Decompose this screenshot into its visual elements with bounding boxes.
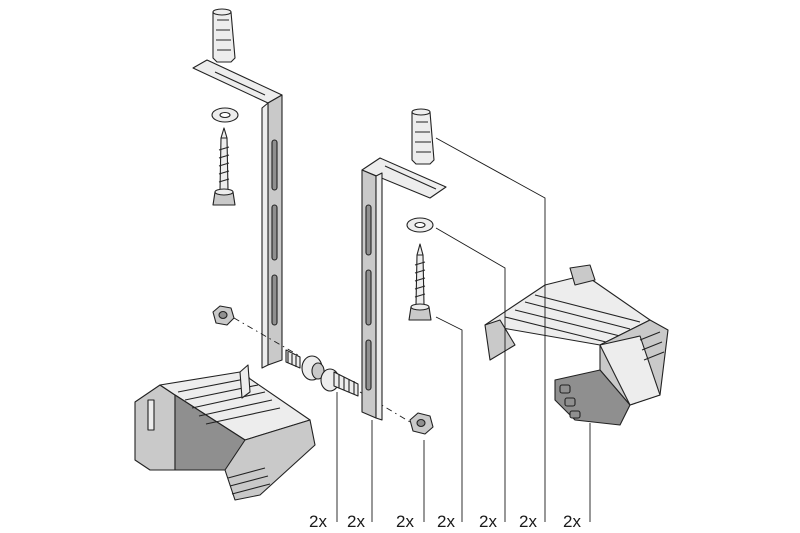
- screw-left: [212, 127, 236, 206]
- nut-left: [212, 305, 235, 326]
- callout-label-bracket-long: 2x: [347, 512, 365, 531]
- bolt-long: [320, 368, 359, 397]
- callout-label-radiator-clip: 2x: [563, 512, 581, 531]
- washer-left: [211, 107, 239, 123]
- wall-bracket-left: [192, 59, 283, 369]
- wall-plug-left: [212, 8, 236, 63]
- screw-middle: [408, 243, 432, 321]
- callout-label-washer: 2x: [479, 512, 497, 531]
- nut-middle: [409, 412, 434, 435]
- callout-label-wall-plug: 2x: [519, 512, 537, 531]
- callout-label-screw: 2x: [437, 512, 455, 531]
- washer-middle: [406, 217, 434, 233]
- wall-bracket-middle: [361, 157, 447, 421]
- wall-plug-middle: [411, 108, 435, 165]
- callout-label-bracket: 2x: [309, 512, 327, 531]
- bolt-short: [285, 349, 325, 381]
- radiator-clip-left: [134, 364, 316, 501]
- leader-lines: [336, 137, 591, 522]
- callout-label-nut: 2x: [396, 512, 414, 531]
- radiator-clip-right: [484, 264, 669, 426]
